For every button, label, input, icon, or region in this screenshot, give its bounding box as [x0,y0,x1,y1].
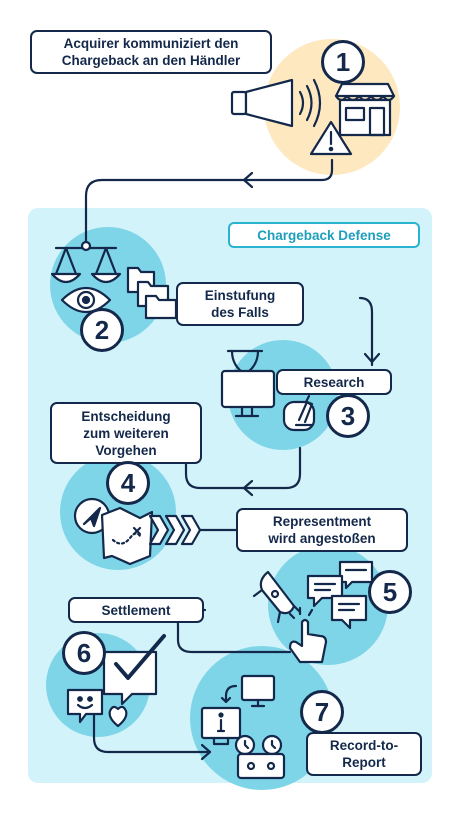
scales-icon [50,240,122,284]
step-number-6: 6 [62,631,106,675]
pointer-hand-icon [288,606,328,664]
chat-bubbles-icon [306,560,374,630]
eye-icon [60,286,112,314]
checkmark-icon [102,634,166,706]
treasure-map-icon [100,506,154,566]
step-6-label: Settlement [68,597,204,623]
screen-icon [220,674,276,708]
chevrons-icon [148,514,202,546]
step-1-label: Acquirer kommuniziert den Chargeback an … [30,30,272,74]
megaphone-icon [230,78,322,128]
step-number-5: 5 [368,570,412,614]
rocket-icon [252,570,302,624]
chargeback-defense-label: Chargeback Defense [228,222,420,248]
heart-icon [108,705,128,728]
arrow-left-icon [242,479,254,497]
connector-2-3 [358,296,374,367]
connector-6-7 [92,710,212,754]
arrow-left-icon [242,171,254,189]
info-monitor-icon [200,706,242,746]
step-number-7: 7 [300,690,344,734]
step-3-label: Research [276,369,392,395]
shop-icon [334,82,396,137]
step-2-label: Einstufung des Falls [176,282,304,326]
step-1-sun-circle [264,39,400,175]
step-7-circle [190,646,334,790]
step-number-4: 4 [106,461,150,505]
step-4-label: Entscheidung zum weiteren Vorgehen [50,402,202,464]
step-number-2: 2 [80,308,124,352]
tape-recorder-icon [234,734,286,780]
step-number-3: 3 [326,394,370,438]
smiley-chat-icon [66,688,104,724]
arrow-down-icon [363,352,381,364]
connector-1-2 [84,158,334,247]
step-2-circle [50,227,166,343]
monitor-icon [220,369,276,418]
step-number-1: 1 [321,40,365,84]
step-5-label: Representment wird angestoßen [236,508,408,552]
step-7-label: Record-to- Report [306,732,422,776]
microscope-icon [282,394,316,432]
folders-icon [126,266,178,320]
warning-icon [309,120,353,156]
arrow-right-icon [200,743,212,761]
